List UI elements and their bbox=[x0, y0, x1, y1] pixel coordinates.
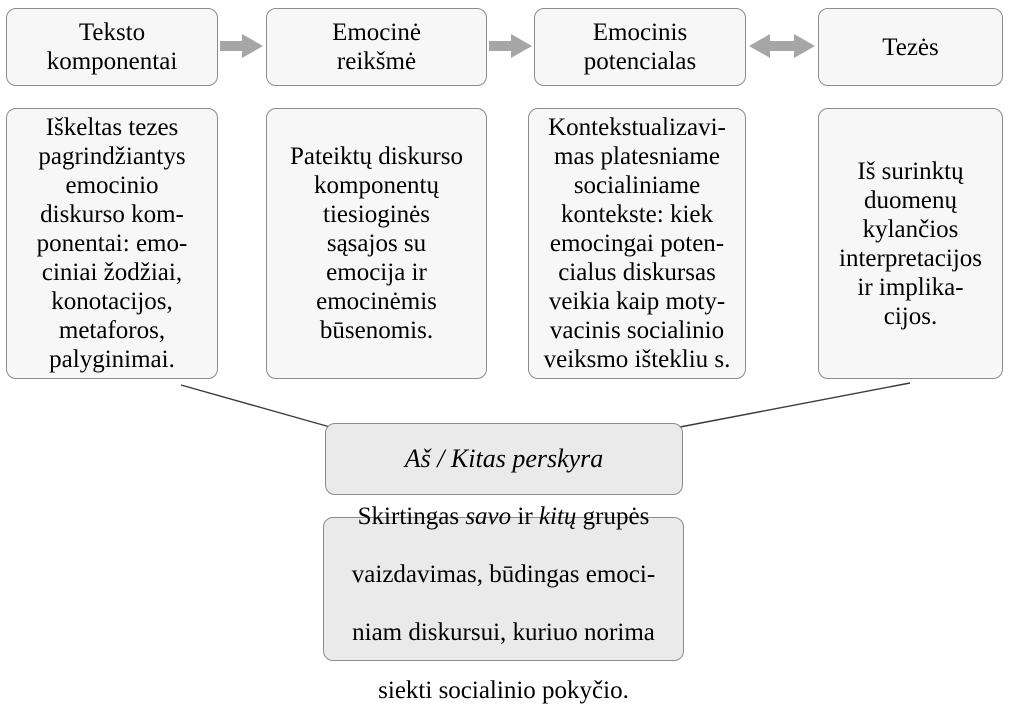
node-label: Tezės bbox=[882, 33, 939, 61]
bottom-line-4: siekti socialinio pokyčio. bbox=[378, 677, 629, 704]
bottom-line-3: niam diskursui, kuriuo norima bbox=[352, 619, 655, 646]
node-emocine-reiksme-detail[interactable]: Pateiktų diskurso komponentų tiesioginės… bbox=[266, 108, 487, 379]
node-label: Skirtingas savo ir kitų grupės vaizdavim… bbox=[330, 473, 677, 705]
node-tezes[interactable]: Tezės bbox=[818, 8, 1003, 86]
node-label: Iš surinktų duomenų kylančios interpreta… bbox=[839, 157, 982, 330]
arrow-right-1 bbox=[220, 33, 264, 59]
node-teksto-komponentai-detail[interactable]: Iškeltas tezes pagrindžiantys emocinio d… bbox=[6, 108, 218, 379]
node-label: Kontekstualizavi- mas platesniame social… bbox=[543, 114, 731, 373]
node-emocine-reiksme[interactable]: Emocinė reikšmė bbox=[266, 8, 487, 86]
bottom-line-1: Skirtingas savo ir kitų grupės bbox=[357, 503, 650, 530]
node-as-kitas-perskyra-detail[interactable]: Skirtingas savo ir kitų grupės vaizdavim… bbox=[323, 503, 684, 704]
emphasis-kitu: kitų bbox=[538, 503, 577, 530]
connector-left bbox=[180, 384, 331, 428]
node-label: Teksto komponentai bbox=[46, 19, 178, 75]
node-teksto-komponentai[interactable]: Teksto komponentai bbox=[6, 8, 218, 86]
node-label: Emocinis potencialas bbox=[583, 19, 697, 75]
arrow-double-headed bbox=[748, 33, 816, 59]
node-label: Aš / Kitas perskyra bbox=[404, 443, 604, 473]
node-emocinis-potencialas-detail[interactable]: Kontekstualizavi- mas platesniame social… bbox=[528, 108, 746, 379]
node-label: Emocinė reikšmė bbox=[332, 19, 421, 75]
arrow-right-2 bbox=[489, 33, 533, 59]
connector-right bbox=[679, 382, 911, 428]
node-emocinis-potencialas[interactable]: Emocinis potencialas bbox=[534, 8, 746, 86]
node-label: Pateiktų diskurso komponentų tiesioginės… bbox=[290, 143, 463, 344]
emphasis-savo: savo bbox=[465, 503, 512, 530]
node-as-kitas-perskyra[interactable]: Aš / Kitas perskyra bbox=[325, 423, 683, 495]
diagram-canvas: Teksto komponentai Emocinė reikšmė Emoci… bbox=[6, 8, 1003, 704]
bottom-line-2: vaizdavimas, būdingas emoci- bbox=[351, 561, 656, 588]
node-label: Iškeltas tezes pagrindžiantys emocinio d… bbox=[36, 114, 188, 373]
node-tezes-detail[interactable]: Iš surinktų duomenų kylančios interpreta… bbox=[818, 108, 1003, 379]
